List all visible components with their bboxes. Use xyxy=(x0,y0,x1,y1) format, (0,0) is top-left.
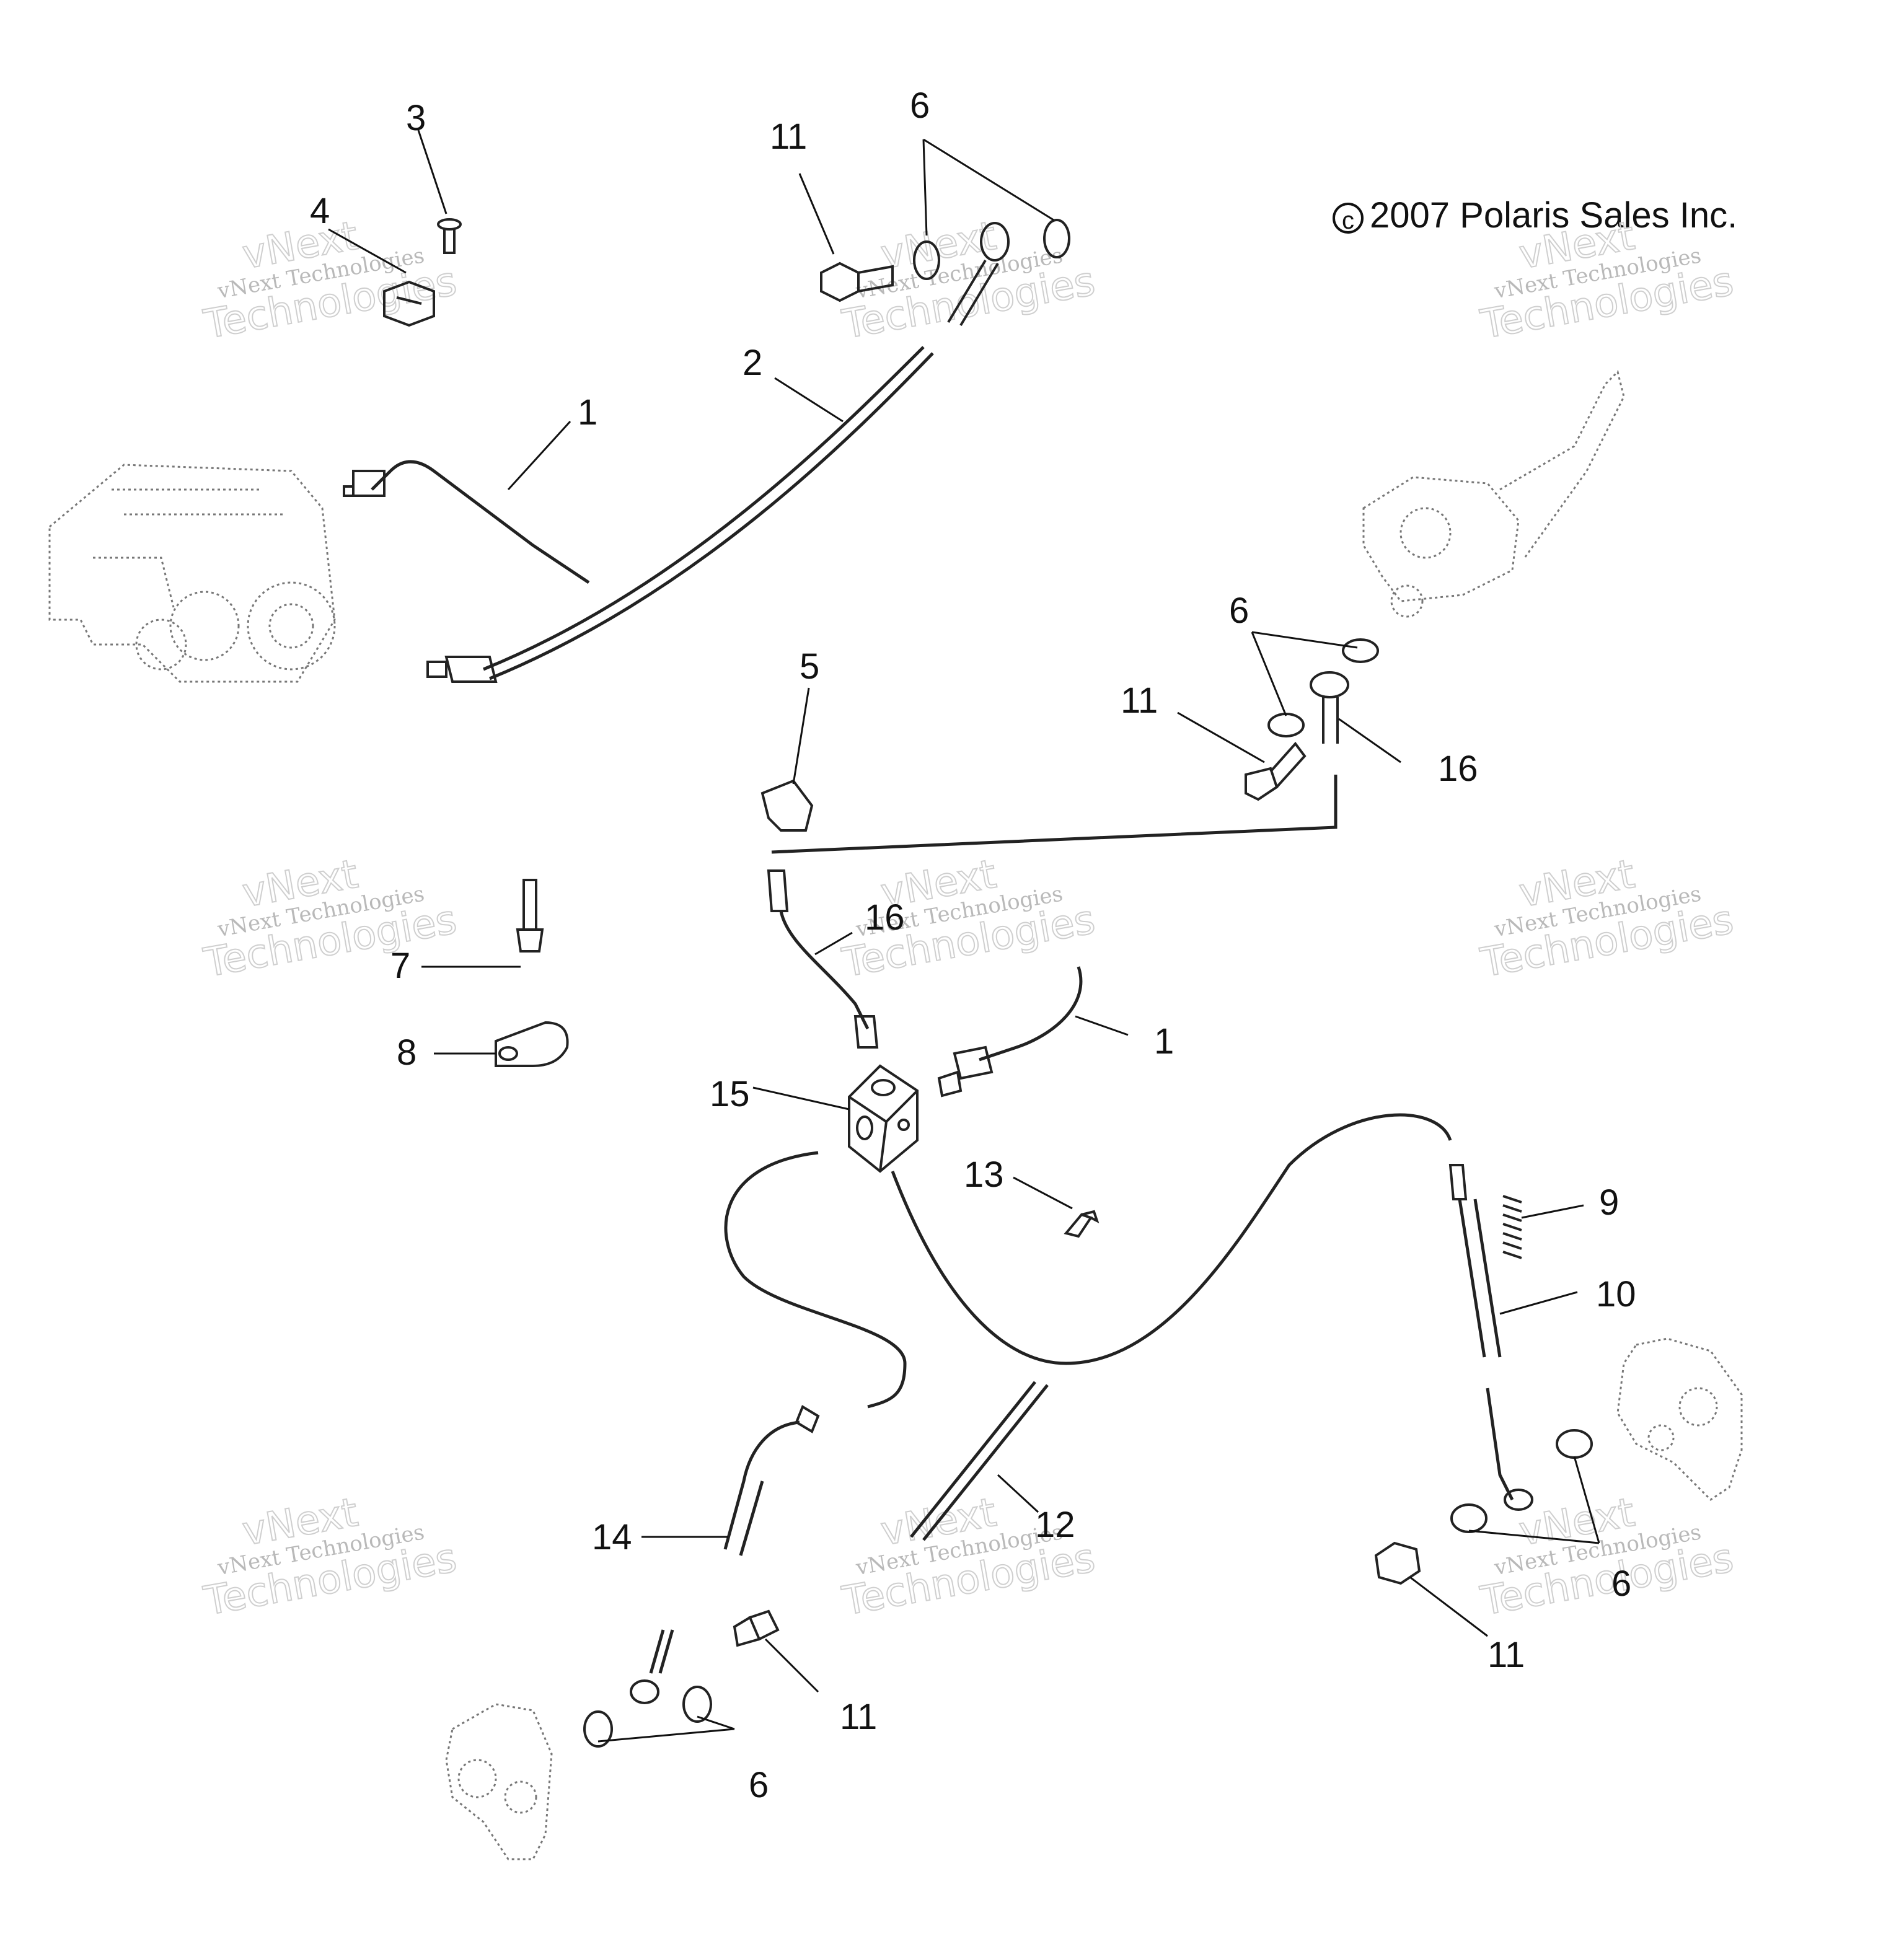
line-16-lower xyxy=(767,869,879,1049)
brake-hose-2-edge xyxy=(489,352,934,680)
banjo-fitting-mid xyxy=(1310,671,1349,744)
callout-labels: 3 4 11 6 2 1 6 11 16 5 16 7 1 8 15 13 9 … xyxy=(310,86,1636,1805)
callout-1-mid: 1 xyxy=(1154,1021,1174,1062)
callout-11-mid: 11 xyxy=(1121,680,1158,721)
banjo-bolt-bottom xyxy=(733,1609,780,1647)
leader-lines xyxy=(328,130,1600,1743)
copyright-text: 2007 Polaris Sales Inc. xyxy=(1370,195,1738,235)
spring-part xyxy=(1502,1195,1522,1259)
brake-tube-12-edge xyxy=(922,1384,1049,1541)
callout-6-mid: 6 xyxy=(1229,591,1249,631)
p-clamp-part xyxy=(495,1021,569,1067)
brake-tube-12 xyxy=(910,1381,1036,1538)
callout-2: 2 xyxy=(743,343,762,383)
callout-8: 8 xyxy=(397,1032,416,1073)
washer-bottom-1 xyxy=(682,1686,712,1723)
rear-caliper-drawing xyxy=(48,464,336,683)
callout-11-right: 11 xyxy=(1488,1635,1525,1675)
callout-14: 14 xyxy=(592,1517,632,1557)
brake-hose-10 xyxy=(1448,1164,1533,1511)
banjo-bolt-mid xyxy=(1245,741,1307,801)
right-caliper-drawing xyxy=(1616,1337,1743,1501)
callout-7: 7 xyxy=(390,946,410,986)
brake-line-16 xyxy=(771,775,1338,854)
washer-top-2 xyxy=(1043,219,1070,258)
callout-4: 4 xyxy=(310,191,330,231)
washer-bottom-2 xyxy=(583,1710,613,1748)
hose-end-fitting xyxy=(426,656,498,683)
washer-right-1 xyxy=(1556,1429,1593,1459)
callout-16-mid: 16 xyxy=(865,897,905,938)
callout-6-bottom: 6 xyxy=(749,1765,769,1805)
brake-line-1-mid xyxy=(979,966,1083,1062)
washer-top-1 xyxy=(913,240,940,280)
brake-hose-2 xyxy=(483,346,925,671)
clamp-part xyxy=(383,280,435,327)
left-caliper-drawing xyxy=(445,1703,553,1860)
brake-line-1-top xyxy=(371,460,590,584)
callout-11-top: 11 xyxy=(770,117,807,157)
brake-hose-right-loop xyxy=(891,1113,1452,1365)
callout-12: 12 xyxy=(1035,1505,1075,1545)
washer-right-2 xyxy=(1450,1503,1488,1533)
brake-hose-left-loop xyxy=(724,1151,907,1409)
junction-block xyxy=(848,1064,919,1173)
callout-16-right: 16 xyxy=(1438,749,1478,789)
brake-hose-14 xyxy=(630,1405,820,1704)
watermark-group: vNext vNext Technologies Technologies vN… xyxy=(200,213,1737,1626)
callout-5: 5 xyxy=(800,646,819,687)
banjo-bolt-top xyxy=(820,262,894,302)
screw-part xyxy=(437,218,462,254)
washer-mid-2 xyxy=(1267,713,1305,737)
callout-6-right: 6 xyxy=(1611,1564,1631,1604)
callout-10: 10 xyxy=(1596,1274,1636,1314)
callout-3: 3 xyxy=(406,98,426,138)
master-cylinder-drawing xyxy=(1362,370,1625,618)
banjo-fitting-top xyxy=(947,222,1010,327)
callout-11-bottom: 11 xyxy=(840,1697,877,1737)
copyright-symbol: c xyxy=(1333,202,1364,234)
line-fitting-top xyxy=(343,470,386,497)
bleeder-part xyxy=(1064,1210,1100,1238)
elbow-part xyxy=(760,779,814,832)
line-fitting-mid xyxy=(937,1045,994,1098)
rivet-part xyxy=(516,879,544,953)
washer-mid-1 xyxy=(1342,638,1379,663)
callout-9: 9 xyxy=(1599,1182,1619,1223)
callout-15: 15 xyxy=(710,1074,750,1114)
callout-13: 13 xyxy=(964,1155,1004,1195)
callout-6-top: 6 xyxy=(910,86,930,126)
callout-1-top: 1 xyxy=(578,392,597,433)
banjo-bolt-right xyxy=(1374,1541,1421,1585)
